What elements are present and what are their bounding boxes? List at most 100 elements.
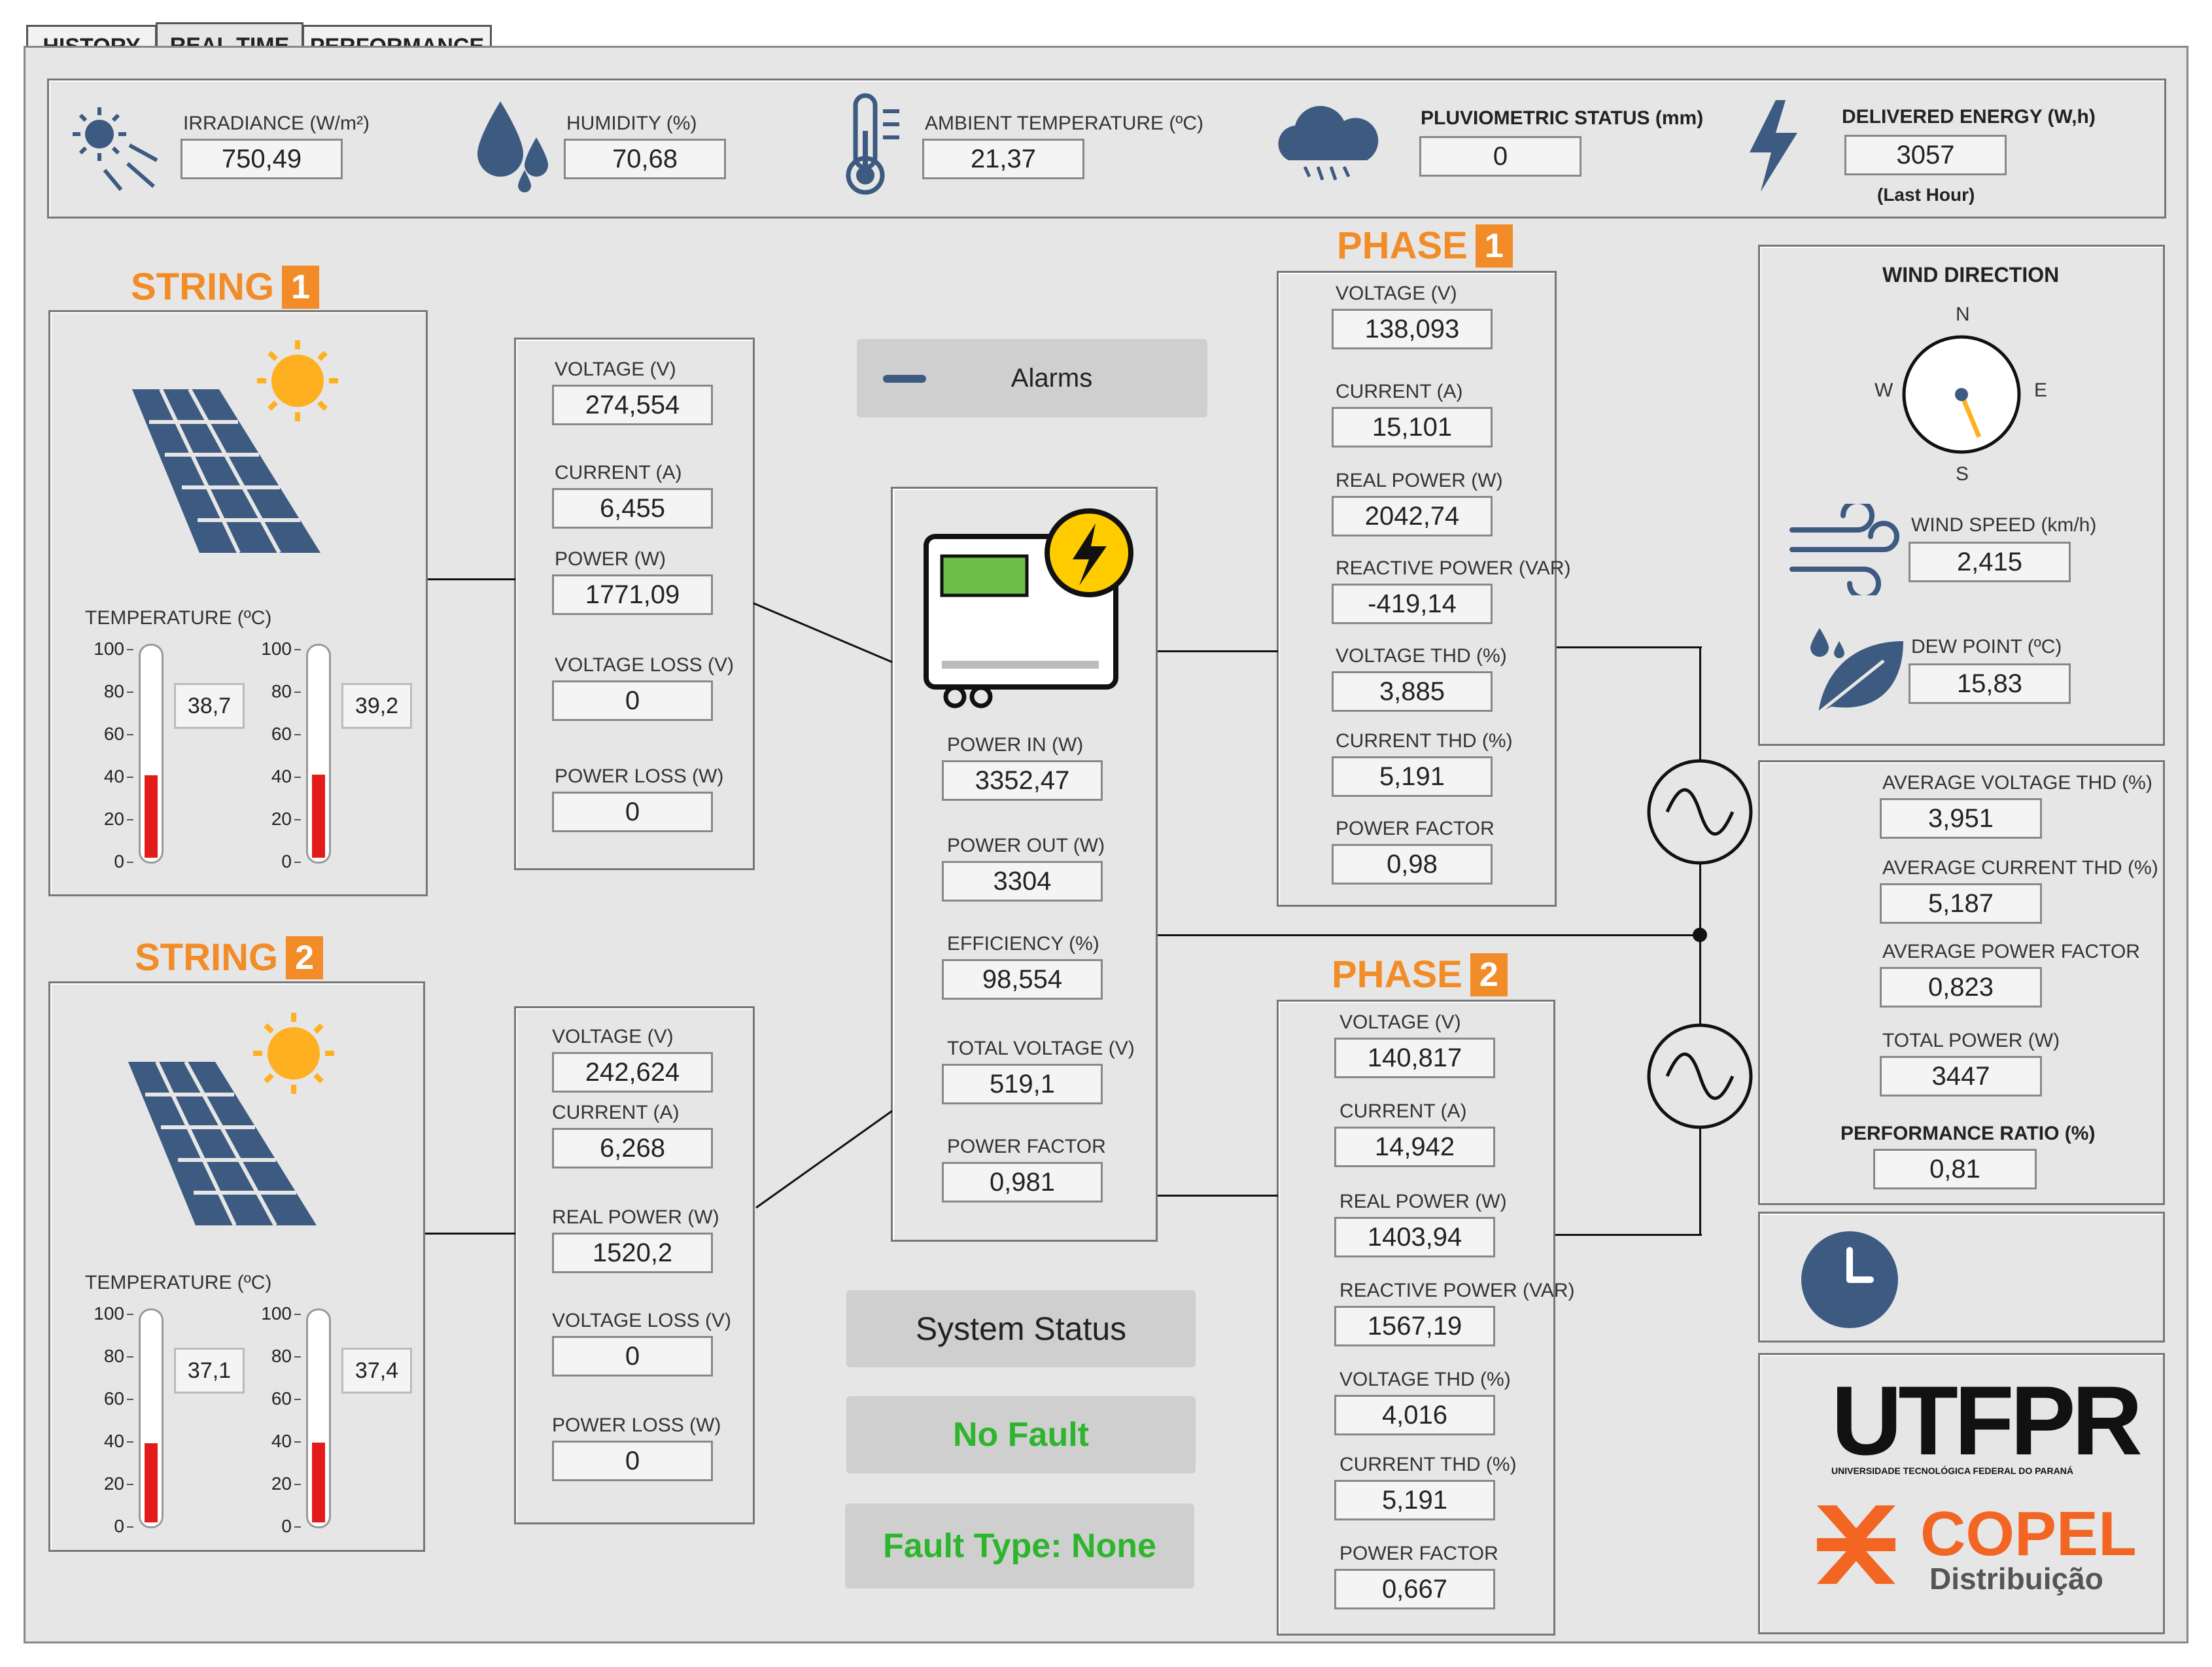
thermometer-tick xyxy=(294,692,301,693)
string-2-metric-value: 6,268 xyxy=(552,1128,713,1168)
performance-metric-label: AVERAGE VOLTAGE THD (%) xyxy=(1882,772,2152,794)
clock-icon[interactable] xyxy=(1797,1227,1902,1332)
performance-ratio-label: PERFORMANCE RATIO (%) xyxy=(1840,1123,2096,1144)
phase-2-metric-value: 140,817 xyxy=(1334,1038,1495,1078)
performance-metric-label: AVERAGE POWER FACTOR xyxy=(1882,941,2140,962)
wire xyxy=(753,602,893,1209)
thermometer-tick xyxy=(127,734,133,735)
phase-2-title: PHASE 2 xyxy=(1332,953,1508,996)
wind-icon xyxy=(1789,504,1899,595)
ac-source-icon xyxy=(1647,759,1753,865)
compass-s: S xyxy=(1956,463,1969,485)
panel-temperature-value: 37,1 xyxy=(174,1348,245,1394)
string-2-metric-label: VOLTAGE (V) xyxy=(552,1026,674,1047)
thermometer-gauge xyxy=(306,1308,331,1528)
inverter-metric-value: 519,1 xyxy=(942,1064,1103,1104)
thermometer-tick-label: 80 xyxy=(271,681,292,701)
dew-point-value: 15,83 xyxy=(1909,663,2071,704)
thermometer-tick xyxy=(127,649,133,650)
phase-1-metric-label: POWER FACTOR xyxy=(1336,818,1495,839)
thermometer-tick-label: 40 xyxy=(103,1431,124,1451)
delivered-energy-value: 3057 xyxy=(1844,135,2007,175)
string-2-metric-label: VOLTAGE LOSS (V) xyxy=(552,1310,731,1331)
phase-1-metric-label: CURRENT (A) xyxy=(1336,381,1463,402)
rain-cloud-icon xyxy=(1278,105,1379,181)
wire xyxy=(428,578,515,580)
string-1-metric-value: 6,455 xyxy=(552,488,713,529)
inverter-metric-label: POWER OUT (W) xyxy=(947,835,1105,856)
leaf-dew-icon xyxy=(1810,628,1903,714)
pluviometric-value: 0 xyxy=(1419,136,1581,177)
string-1-panel xyxy=(48,310,428,896)
thermometer-tick xyxy=(294,649,301,650)
thermometer-fill xyxy=(312,774,325,858)
wire xyxy=(1158,650,1278,652)
thermometer-tick xyxy=(294,777,301,778)
thermometer-tick xyxy=(127,777,133,778)
inverter-metric-label: POWER FACTOR xyxy=(947,1136,1106,1157)
phase-1-metric-label: REACTIVE POWER (VAR) xyxy=(1336,557,1571,579)
string-2-metric-label: CURRENT (A) xyxy=(552,1102,680,1123)
thermometer-tick-label: 40 xyxy=(271,1431,292,1451)
system-status-label: System Status xyxy=(915,1310,1127,1347)
string-2-panel xyxy=(48,981,425,1552)
string-1-metric-value: 274,554 xyxy=(552,385,713,425)
wind-panel xyxy=(1758,245,2165,746)
thermometer-tick-label: 80 xyxy=(103,1346,124,1366)
string-2-title-text: STRING xyxy=(135,936,279,979)
junction-dot xyxy=(1693,928,1707,942)
alarms-button[interactable]: Alarms xyxy=(857,339,1207,417)
fault-status-text: No Fault xyxy=(953,1416,1089,1454)
performance-ratio-value: 0,81 xyxy=(1873,1149,2037,1189)
thermometer-tick-label: 20 xyxy=(103,1473,124,1494)
phase-1-metric-value: -419,14 xyxy=(1332,584,1493,624)
thermometer-tick xyxy=(127,1526,133,1528)
system-status-button[interactable]: System Status xyxy=(846,1290,1196,1367)
alarm-indicator xyxy=(883,375,926,383)
string-1-metric-label: POWER (W) xyxy=(555,548,666,570)
phase-2-metric-value: 5,191 xyxy=(1334,1480,1495,1520)
phase-2-metric-value: 0,667 xyxy=(1334,1569,1495,1609)
performance-metric-label: TOTAL POWER (W) xyxy=(1882,1030,2060,1051)
phase-1-metric-value: 2042,74 xyxy=(1332,496,1493,536)
wire xyxy=(1557,646,1702,648)
inverter-metric-value: 0,981 xyxy=(942,1162,1103,1202)
string-2-metric-label: REAL POWER (W) xyxy=(552,1206,719,1228)
thermometer-gauge xyxy=(139,1308,164,1528)
phase-1-title-text: PHASE xyxy=(1337,224,1468,267)
inverter-metric-value: 3352,47 xyxy=(942,760,1103,801)
wind-speed-value: 2,415 xyxy=(1909,542,2071,582)
panel-temperature-value: 37,4 xyxy=(341,1348,412,1394)
phase-1-metric-value: 138,093 xyxy=(1332,309,1493,349)
thermometer-tick-label: 80 xyxy=(103,681,124,701)
inverter-metric-label: EFFICIENCY (%) xyxy=(947,933,1099,955)
thermometer-tick-label: 60 xyxy=(271,724,292,744)
thermometer-tick xyxy=(127,1314,133,1315)
wire xyxy=(1555,1234,1702,1236)
thermometer-icon xyxy=(846,93,899,195)
phase-1-title: PHASE 1 xyxy=(1337,224,1513,268)
thermometer-tick xyxy=(294,819,301,820)
humidity-label: HUMIDITY (%) xyxy=(566,113,697,134)
dew-point-label: DEW POINT (ºC) xyxy=(1911,636,2062,658)
thermometer-tick xyxy=(294,1314,301,1315)
thermometer-tick xyxy=(294,734,301,735)
phase-2-metric-value: 4,016 xyxy=(1334,1395,1495,1435)
phase-1-number: 1 xyxy=(1475,224,1513,268)
phase-2-metric-label: CURRENT THD (%) xyxy=(1339,1454,1517,1475)
thermometer-tick xyxy=(127,1441,133,1443)
solar-panel-icon xyxy=(128,1013,334,1227)
thermometer-tick-label: 100 xyxy=(94,1303,124,1324)
string-1-temperature-label: TEMPERATURE (ºC) xyxy=(85,607,272,629)
string-1-metric-value: 0 xyxy=(552,792,713,832)
phase-1-metric-value: 5,191 xyxy=(1332,756,1493,797)
delivered-energy-note: (Last Hour) xyxy=(1877,184,1975,205)
performance-metric-value: 3,951 xyxy=(1880,798,2042,839)
string-1-title-text: STRING xyxy=(131,266,275,308)
compass-icon xyxy=(1902,335,2021,454)
pluviometric-label: PLUVIOMETRIC STATUS (mm) xyxy=(1421,107,1704,129)
thermometer-tick-label: 80 xyxy=(271,1346,292,1366)
phase-2-metric-value: 1403,94 xyxy=(1334,1217,1495,1257)
panel-temperature-value: 39,2 xyxy=(341,683,412,729)
irradiance-label: IRRADIANCE (W/m²) xyxy=(183,113,370,134)
